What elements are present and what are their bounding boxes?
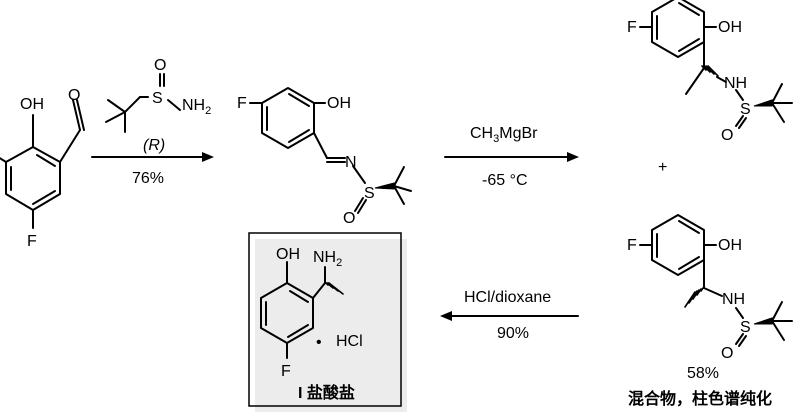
imine-o-label: O (343, 210, 355, 227)
arrow-step3 (440, 311, 579, 321)
product-bottom-oh-label: OH (718, 237, 742, 254)
starting-f-label: F (27, 233, 37, 250)
product-bottom-f-label: F (627, 237, 637, 254)
purification-note: 混合物，柱色谱纯化 (628, 389, 772, 408)
imine-n-label: N (345, 154, 357, 171)
product-top-f-label: F (627, 19, 637, 36)
imine-intermediate: F OH N S O (237, 87, 412, 227)
arrow-step1 (91, 152, 214, 162)
starting-o-label: O (68, 87, 80, 104)
product-top-oh-label: OH (718, 19, 742, 36)
step2-temperature: -65 °C (482, 172, 528, 189)
final-product-box: OH NH2 F • HCl I 盐酸盐 (248, 232, 407, 412)
step2-reagent: CH3MgBr (470, 125, 538, 145)
reagent-config-label: (R) (143, 137, 165, 154)
product-top-s-label: S (740, 101, 751, 118)
product-top-o-label: O (721, 127, 733, 144)
arrow-step2 (444, 152, 579, 162)
step3-yield: 90% (497, 325, 529, 342)
final-dot: • (316, 334, 322, 351)
reagent-sulfinamide: O S NH2 (R) (105, 57, 211, 154)
starting-material: OH O F (0, 87, 85, 250)
final-nh2-label: NH2 (313, 249, 342, 269)
step1-yield: 76% (132, 170, 164, 187)
imine-f-label: F (237, 95, 247, 112)
step3-reagent: HCl/dioxane (464, 289, 551, 306)
product-bottom: F OH NH S O (627, 214, 793, 362)
starting-oh-label: OH (20, 96, 44, 113)
final-oh-label: OH (276, 246, 300, 263)
product-bottom-yield: 58% (687, 365, 719, 382)
reagent-o-label: O (154, 57, 166, 74)
final-compound-label: I 盐酸盐 (298, 383, 355, 402)
product-top-nh-label: NH (724, 75, 747, 92)
product-bottom-o-label: O (721, 345, 733, 362)
reagent-s-label: S (152, 90, 163, 107)
product-bottom-nh-label: NH (722, 291, 745, 308)
imine-s-label: S (364, 185, 375, 202)
imine-oh-label: OH (327, 95, 351, 112)
final-hcl-label: HCl (336, 333, 363, 350)
final-f-label: F (281, 363, 291, 380)
product-bottom-s-label: S (740, 319, 751, 336)
product-top: F OH NH S O (627, 0, 793, 144)
reagent-nh2-label: NH2 (182, 97, 211, 117)
plus-sign: + (658, 159, 667, 176)
